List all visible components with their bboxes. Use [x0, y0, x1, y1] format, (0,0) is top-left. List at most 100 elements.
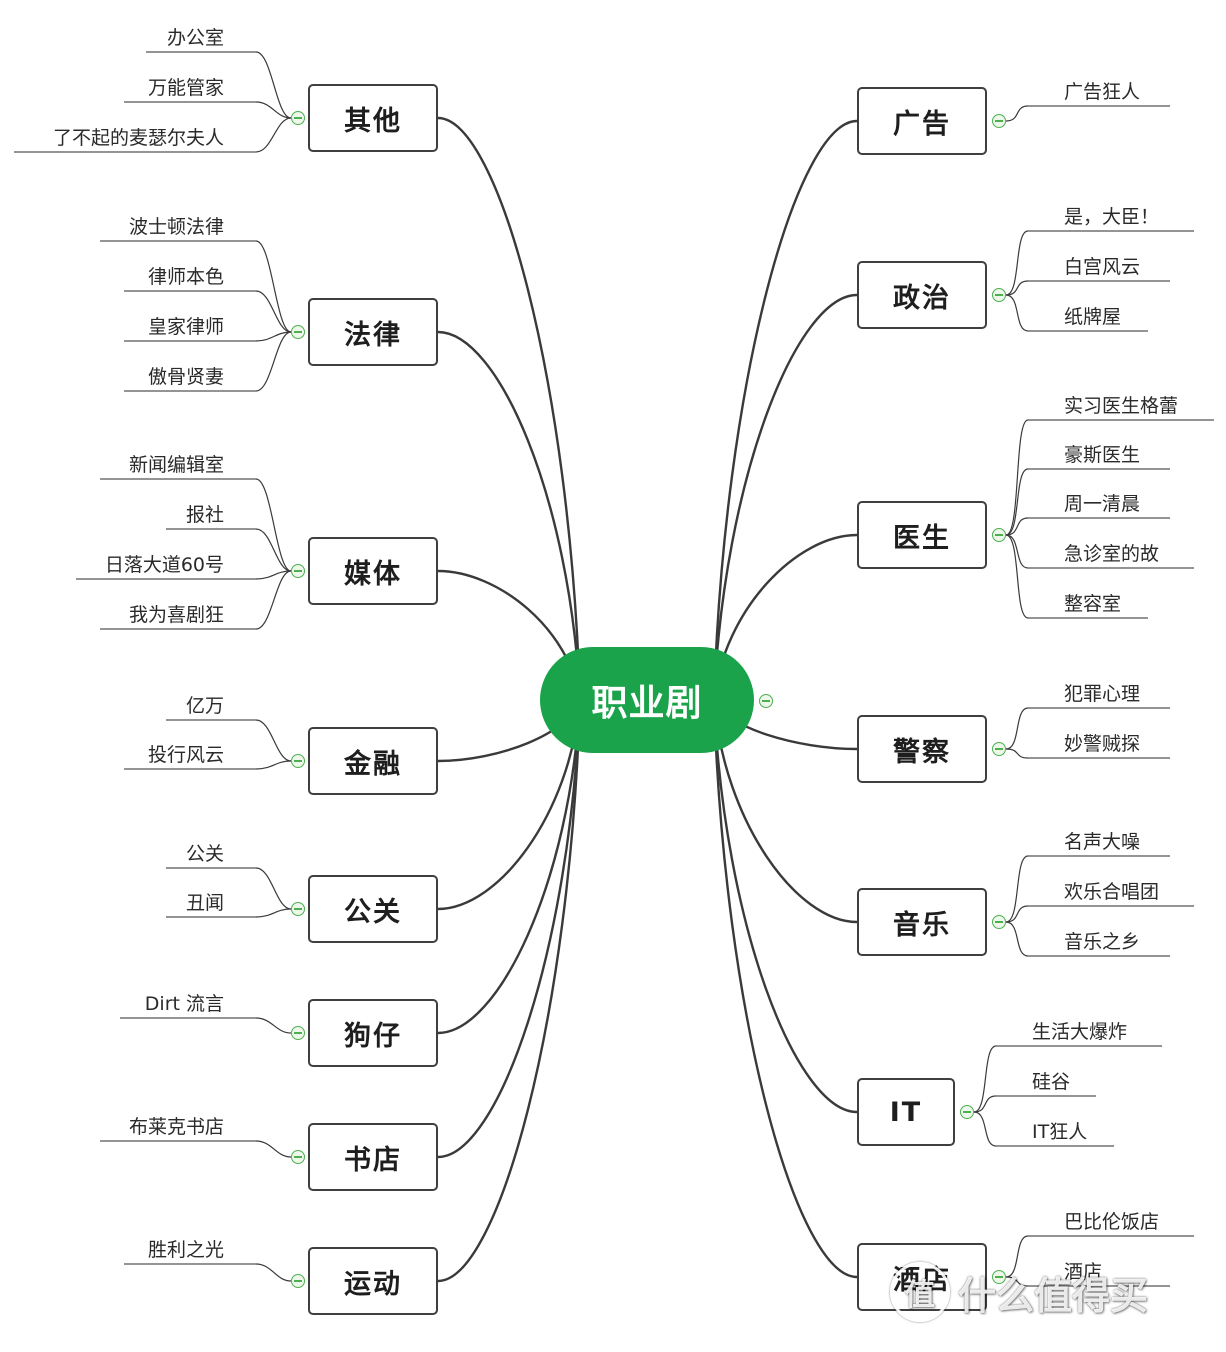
connector-line — [255, 760, 292, 770]
connector-line — [255, 478, 292, 572]
collapse-toggle-icon[interactable] — [291, 564, 305, 578]
leaf-topic[interactable]: 胜利之光 — [147, 1239, 224, 1261]
leaf-topic[interactable]: 了不起的麦瑟尔夫人 — [52, 127, 224, 149]
leaf-topic[interactable]: 律师本色 — [147, 266, 224, 288]
collapse-toggle-icon[interactable] — [992, 528, 1006, 542]
topic-node[interactable]: 金融 — [308, 727, 438, 795]
watermark-text: 什么值得买 — [958, 1273, 1149, 1318]
collapse-toggle-icon[interactable] — [291, 1150, 305, 1164]
connector-line — [255, 240, 292, 333]
leaf-topic[interactable]: 巴比伦饭店 — [1064, 1211, 1160, 1233]
collapse-toggle-icon[interactable] — [291, 902, 305, 916]
leaf-topic[interactable]: 丑闻 — [185, 892, 224, 914]
connector-line — [437, 330, 582, 701]
leaf-topic[interactable]: 生活大爆炸 — [1032, 1021, 1128, 1043]
topic-node[interactable]: 警察 — [857, 715, 987, 783]
connector-line — [437, 116, 582, 701]
leaf-topic[interactable]: 急诊室的故 — [1064, 543, 1160, 565]
connector-line — [1005, 517, 1029, 536]
leaf-topic[interactable]: 新闻编辑室 — [128, 454, 224, 476]
leaf-topic[interactable]: 欢乐合唱团 — [1064, 881, 1160, 903]
collapse-toggle-icon[interactable] — [759, 694, 773, 708]
connector-line — [255, 331, 292, 392]
connector-line — [255, 331, 292, 342]
leaf-topic[interactable]: 傲骨贤妻 — [147, 366, 224, 388]
leaf-topic[interactable]: 纸牌屋 — [1064, 306, 1122, 328]
topic-node[interactable]: 广告 — [857, 87, 987, 155]
leaf-topic[interactable]: 万能管家 — [147, 77, 224, 99]
topic-node[interactable]: 其他 — [308, 84, 438, 152]
leaf-topic[interactable]: 豪斯医生 — [1064, 444, 1141, 466]
connector-line — [1005, 855, 1029, 923]
connector-line — [1005, 1235, 1029, 1278]
topic-node[interactable]: 法律 — [308, 298, 438, 366]
leaf-topic[interactable]: 酒店 — [1064, 1261, 1103, 1283]
leaf-topic[interactable]: 妙警贼探 — [1064, 733, 1141, 755]
leaf-topic[interactable]: 波士顿法律 — [128, 216, 224, 238]
leaf-topic[interactable]: Dirt 流言 — [144, 993, 224, 1015]
connector-line — [255, 1017, 292, 1034]
leaf-topic[interactable]: 实习医生格蕾 — [1064, 395, 1179, 417]
leaf-topic[interactable]: 广告狂人 — [1064, 81, 1141, 103]
collapse-toggle-icon[interactable] — [291, 1274, 305, 1288]
leaf-topic[interactable]: 整容室 — [1064, 593, 1122, 615]
connector-line — [437, 699, 582, 1159]
topic-node[interactable]: 音乐 — [857, 888, 987, 956]
leaf-topic[interactable]: 周一清晨 — [1064, 493, 1141, 515]
leaf-topic[interactable]: 音乐之乡 — [1064, 931, 1141, 953]
connector-line — [712, 119, 858, 701]
collapse-toggle-icon[interactable] — [960, 1105, 974, 1119]
connector-line — [255, 867, 292, 910]
connector-line — [973, 1095, 997, 1113]
connector-line — [255, 719, 292, 762]
connector-line — [973, 1045, 997, 1113]
connector-line — [1005, 921, 1029, 957]
collapse-toggle-icon[interactable] — [291, 325, 305, 339]
connector-line — [1005, 534, 1029, 569]
topic-node[interactable]: 公关 — [308, 875, 438, 943]
leaf-topic[interactable]: 公关 — [185, 843, 224, 865]
topic-node[interactable]: 运动 — [308, 1247, 438, 1315]
collapse-toggle-icon[interactable] — [992, 915, 1006, 929]
connector-line — [1005, 419, 1029, 536]
leaf-topic[interactable]: 投行风云 — [147, 744, 224, 766]
connector-line — [255, 290, 292, 333]
connector-line — [973, 1111, 997, 1147]
connector-line — [1005, 230, 1029, 296]
leaf-topic[interactable]: 是，大臣！ — [1064, 206, 1160, 228]
leaf-topic[interactable]: IT狂人 — [1032, 1121, 1088, 1143]
leaf-topic[interactable]: 犯罪心理 — [1064, 683, 1141, 705]
connector-line — [255, 528, 292, 572]
connector-line — [437, 699, 582, 1283]
topic-node[interactable]: 狗仔 — [308, 999, 438, 1067]
collapse-toggle-icon[interactable] — [992, 1270, 1006, 1284]
leaf-topic[interactable]: 白宫风云 — [1064, 256, 1141, 278]
central-topic[interactable]: 职业剧 — [540, 647, 754, 753]
leaf-topic[interactable]: 名声大噪 — [1064, 831, 1141, 853]
collapse-toggle-icon[interactable] — [291, 111, 305, 125]
leaf-topic[interactable]: 布莱克书店 — [128, 1116, 224, 1138]
collapse-toggle-icon[interactable] — [992, 742, 1006, 756]
topic-node[interactable]: 书店 — [308, 1123, 438, 1191]
connector-line — [1005, 905, 1029, 923]
collapse-toggle-icon[interactable] — [992, 288, 1006, 302]
leaf-topic[interactable]: 皇家律师 — [147, 316, 224, 338]
leaf-topic[interactable]: 日落大道60号 — [104, 554, 224, 576]
topic-node[interactable]: 媒体 — [308, 537, 438, 605]
leaf-topic[interactable]: 报社 — [185, 504, 224, 526]
collapse-toggle-icon[interactable] — [291, 1026, 305, 1040]
watermark: 值 什么值得买 — [890, 1262, 1148, 1322]
leaf-topic[interactable]: 硅谷 — [1032, 1071, 1071, 1093]
collapse-toggle-icon[interactable] — [291, 754, 305, 768]
connector-line — [712, 293, 858, 701]
leaf-topic[interactable]: 办公室 — [166, 27, 224, 49]
leaf-topic[interactable]: 亿万 — [185, 695, 224, 717]
topic-node[interactable]: 医生 — [857, 501, 987, 569]
collapse-toggle-icon[interactable] — [992, 114, 1006, 128]
leaf-topic[interactable]: 我为喜剧狂 — [128, 604, 224, 626]
connector-line — [1005, 294, 1029, 332]
topic-node[interactable]: IT — [857, 1078, 955, 1146]
connector-line — [255, 117, 292, 153]
topic-node[interactable]: 政治 — [857, 261, 987, 329]
